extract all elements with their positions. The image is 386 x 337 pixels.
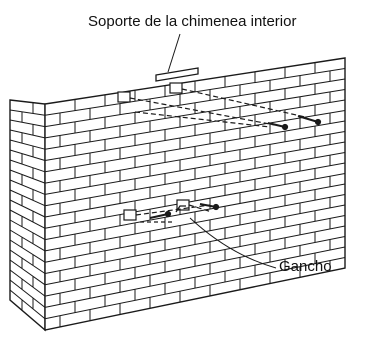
- screw-head-icon: [281, 123, 289, 131]
- brick-row-line: [9, 119, 46, 128]
- brick-row-line: [9, 279, 46, 308]
- bracket-plate-icon: [117, 91, 131, 103]
- brick-row-line: [9, 229, 46, 252]
- brick-row-line: [9, 239, 46, 263]
- brick-row-line: [9, 189, 46, 207]
- brick-row-line: [9, 219, 46, 241]
- hook-plate-icon: [123, 209, 137, 221]
- brick-row-line: [9, 209, 46, 229]
- brick-row-line: [9, 179, 46, 195]
- screw-guide-line: [135, 204, 211, 216]
- mounting-parts: [117, 67, 322, 223]
- leader-lines: [167, 33, 277, 269]
- wall-side-face: [9, 99, 46, 332]
- brick-row-line: [9, 269, 46, 297]
- brick-row-line: [9, 129, 46, 139]
- brick-row-line: [9, 259, 46, 286]
- brick-row-line: [9, 169, 46, 184]
- screw-icon: [297, 115, 319, 123]
- bracket-plate-icon: [169, 82, 183, 94]
- screw-guide-line: [188, 204, 213, 213]
- brick-row-line: [9, 289, 46, 320]
- brick-row-line: [9, 199, 46, 218]
- mounting-bracket-icon: [155, 67, 199, 82]
- hook-icon: [175, 205, 186, 213]
- brick-row-line: [9, 149, 46, 161]
- wall-front-face: [44, 57, 346, 331]
- bracket-label: Soporte de la chimenea interior: [88, 13, 297, 30]
- hook-leader-line: [189, 217, 277, 269]
- brick-row-line: [9, 249, 46, 274]
- brick-row-line: [9, 109, 46, 116]
- screw-head-icon: [212, 203, 220, 211]
- screw-head-icon: [164, 210, 172, 218]
- screw-guide-line: [134, 111, 271, 128]
- brick-row-line: [9, 139, 46, 150]
- hook-label: Gancho: [279, 258, 332, 275]
- screw-guide-line: [129, 97, 276, 126]
- screw-head-icon: [314, 118, 322, 126]
- brick-row-line: [9, 159, 46, 173]
- bracket-leader-line: [167, 33, 181, 73]
- screw-guide-line: [181, 88, 306, 118]
